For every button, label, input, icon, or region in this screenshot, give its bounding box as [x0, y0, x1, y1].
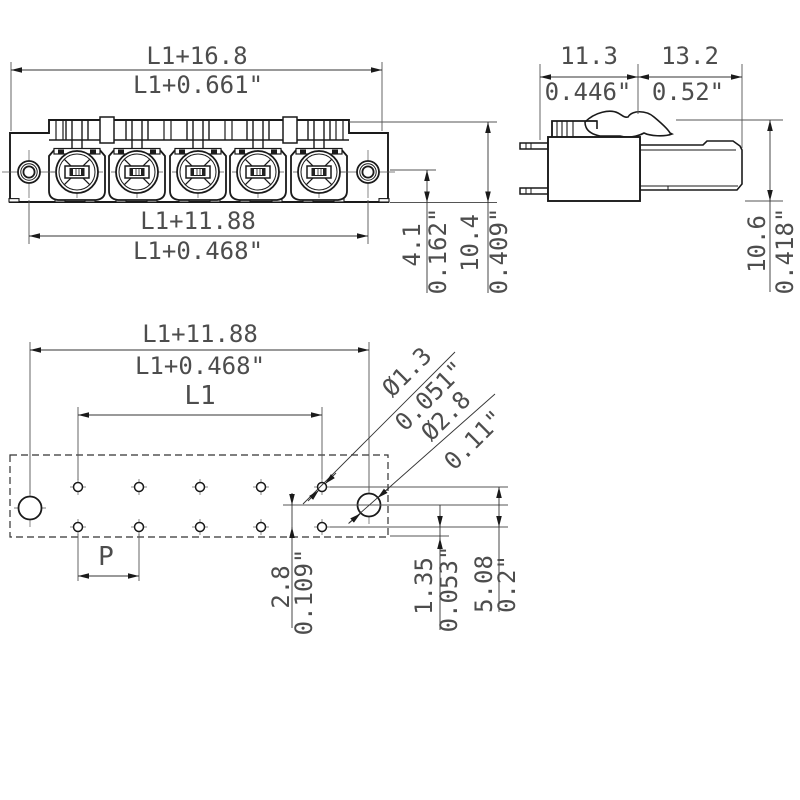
front-view — [1, 116, 396, 203]
dim-front-flange-span-in: L1+0.468" — [132, 237, 264, 265]
dim-foot-flange-span-in: L1+0.468" — [134, 352, 266, 380]
dim-front-axis-height-mm: 4.1 — [398, 223, 426, 267]
footprint-dimensions — [29, 342, 508, 630]
dim-front-total-width-in: L1+0.661" — [132, 71, 264, 99]
dim-foot-pitch: P — [98, 542, 114, 572]
dim-side-overall-height-mm: 10.6 — [743, 215, 771, 273]
dim-side-body-depth-in: 0.446" — [544, 78, 632, 106]
dim-side-plug-depth-in: 0.52" — [651, 78, 725, 106]
dim-front-overall-height-in: 0.409" — [485, 207, 513, 295]
dim-foot-flange-span-mm: L1+11.88 — [142, 320, 258, 348]
dim-front-overall-height-mm: 10.4 — [456, 214, 484, 272]
dim-foot-pin-span: L1 — [184, 381, 216, 411]
side-view — [519, 110, 743, 202]
dim-foot-edge-offset-mm: 1.35 — [410, 557, 438, 615]
dim-side-overall-height-in: 0.418" — [771, 207, 799, 295]
dim-side-body-depth-mm: 11.3 — [560, 42, 618, 70]
dim-foot-edge-offset-in: 0.053" — [435, 545, 463, 633]
dim-front-flange-span-mm: L1+11.88 — [140, 207, 256, 235]
dim-foot-row-spacing-in: 0.2" — [493, 555, 521, 613]
side-view-dimensions — [539, 64, 783, 292]
dim-front-axis-height-in: 0.162" — [424, 207, 452, 295]
dim-side-plug-depth-mm: 13.2 — [661, 42, 719, 70]
footprint-view — [9, 454, 389, 538]
front-view-dimensions — [10, 62, 497, 293]
dim-foot-flange-row-offset-in: 0.109" — [290, 548, 318, 636]
dim-front-total-width-mm: L1+16.8 — [146, 42, 248, 70]
